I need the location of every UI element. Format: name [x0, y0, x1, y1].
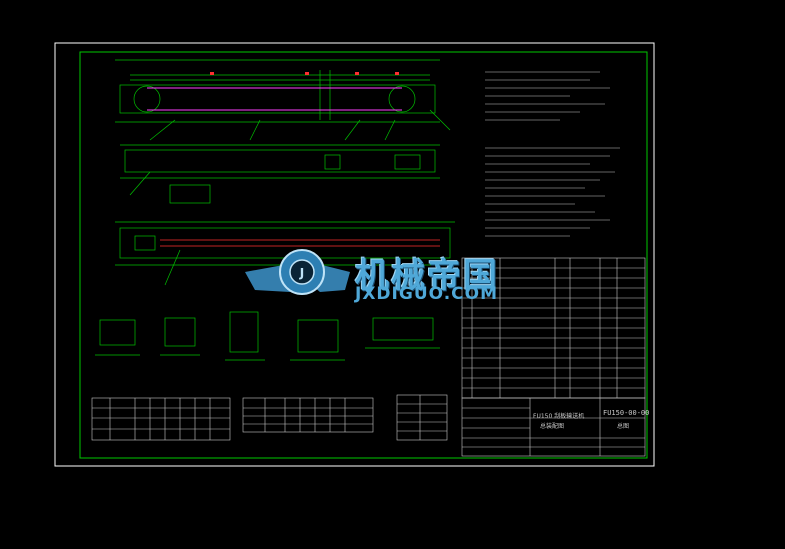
title-block-side-label: 总图 [617, 423, 630, 430]
outer-frame [54, 42, 655, 467]
drawing-border [79, 51, 648, 459]
spec-table-middle [242, 397, 374, 433]
technical-notes [485, 71, 620, 237]
gear-wings-logo-icon: J [245, 249, 350, 295]
conveyor-plan-view [120, 144, 440, 204]
parts-list-table [461, 257, 646, 399]
watermark-title: 机械帝国 [355, 256, 499, 296]
conveyor-elevation-view [115, 59, 451, 141]
spec-table-left [91, 397, 231, 441]
title-block [461, 397, 646, 457]
dimension-marks-top [210, 72, 399, 75]
title-block-name-line2: 总装配图 [540, 423, 565, 430]
detail-views [95, 311, 440, 361]
chain-path [147, 87, 402, 111]
watermark-subtitle: JXDIGUO.COM [355, 284, 499, 304]
section-highlight [160, 239, 440, 247]
title-block-name-line1: FU150 刮板输送机 [533, 413, 585, 420]
spec-table-right [396, 394, 448, 441]
title-block-drawing-number: FU150-00-00 [603, 409, 650, 417]
svg-text:J: J [299, 266, 304, 280]
